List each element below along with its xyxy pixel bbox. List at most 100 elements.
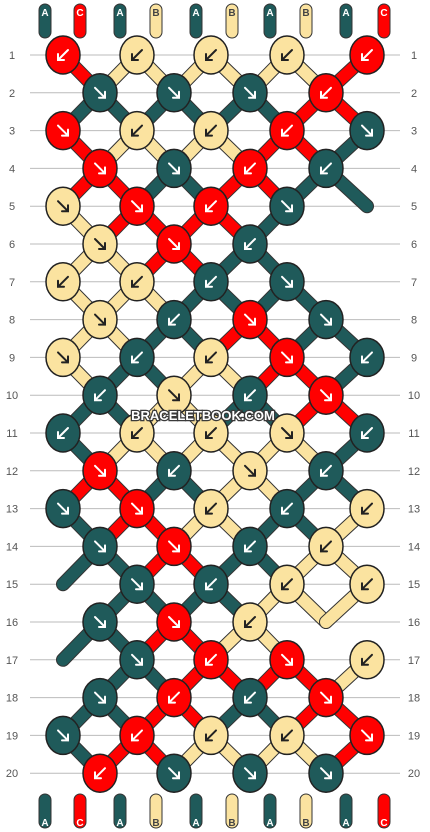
knot	[193, 186, 229, 226]
knot	[119, 640, 155, 680]
arrow-down-left-icon	[244, 162, 256, 175]
arrow-down-left-icon	[205, 427, 217, 439]
knot	[156, 526, 192, 567]
row-number-left: 20	[6, 768, 18, 780]
row-number-left: 6	[9, 239, 15, 251]
arrow-down-right-icon	[244, 86, 256, 99]
arrow-down-left-icon	[244, 616, 256, 628]
arrow-down-right-icon	[168, 540, 180, 553]
knot	[119, 564, 155, 604]
arrow-down-left-icon	[244, 389, 256, 402]
row-number-right: 8	[411, 315, 417, 327]
knot	[193, 413, 229, 453]
row-number-left: 3	[9, 126, 15, 138]
knot	[308, 148, 344, 189]
knot	[308, 375, 344, 415]
arrow-down-right-icon	[57, 124, 69, 137]
knot	[45, 262, 81, 302]
knot	[269, 564, 305, 604]
row-number-left: 10	[6, 390, 18, 402]
knot	[232, 375, 268, 415]
string-label: C	[76, 818, 83, 829]
knot	[349, 564, 385, 604]
knot	[119, 262, 155, 302]
arrow-down-left-icon	[205, 351, 217, 364]
arrow-down-left-icon	[131, 729, 143, 742]
knot	[349, 715, 385, 756]
arrow-down-right-icon	[320, 767, 332, 780]
arrow-down-right-icon	[131, 502, 143, 515]
knot	[82, 148, 118, 189]
arrow-down-left-icon	[361, 653, 373, 666]
arrow-down-left-icon	[94, 389, 106, 402]
knot	[119, 35, 155, 75]
arrow-down-left-icon	[131, 427, 143, 439]
row-number-left: 9	[9, 352, 15, 364]
arrow-down-left-icon	[205, 729, 217, 742]
row-number-left: 18	[6, 693, 18, 705]
arrow-down-left-icon	[361, 427, 373, 439]
knot	[156, 299, 192, 340]
arrow-down-right-icon	[168, 162, 180, 175]
arrow-down-right-icon	[320, 691, 332, 704]
row-number-right: 6	[411, 239, 417, 251]
knot	[82, 375, 118, 415]
row-number-right: 20	[408, 768, 420, 780]
row-number-right: 2	[411, 88, 417, 100]
knot	[232, 677, 268, 718]
knot	[193, 564, 229, 604]
arrow-down-left-icon	[205, 653, 217, 666]
arrow-down-left-icon	[244, 540, 256, 553]
arrow-down-right-icon	[281, 275, 293, 288]
arrow-down-left-icon	[281, 729, 293, 742]
string-label: A	[342, 818, 349, 829]
knot	[269, 715, 305, 756]
knot	[82, 677, 118, 718]
arrow-down-left-icon	[361, 578, 373, 591]
knot	[119, 186, 155, 226]
knot	[232, 148, 268, 189]
string-label: B	[302, 818, 309, 829]
knot	[119, 715, 155, 756]
arrow-down-left-icon	[205, 49, 217, 61]
arrow-down-left-icon	[361, 49, 373, 61]
knot	[156, 451, 192, 491]
arrow-down-right-icon	[131, 578, 143, 591]
knot	[193, 640, 229, 680]
row-number-left: 8	[9, 315, 15, 327]
knot	[232, 73, 268, 113]
arrow-down-left-icon	[131, 49, 143, 61]
row-number-right: 12	[408, 466, 420, 478]
string-label: A	[192, 818, 199, 829]
knot	[349, 488, 385, 529]
arrow-down-right-icon	[57, 502, 69, 515]
arrow-down-right-icon	[361, 124, 373, 137]
arrow-down-right-icon	[168, 389, 180, 402]
knot	[349, 640, 385, 680]
knot	[45, 337, 81, 378]
knot	[45, 186, 81, 226]
string-label: A	[116, 818, 123, 829]
knot	[269, 35, 305, 75]
row-number-right: 13	[408, 504, 420, 516]
row-number-right: 7	[411, 277, 417, 289]
row-number-left: 11	[6, 428, 17, 440]
arrow-down-right-icon	[361, 729, 373, 742]
knot	[308, 73, 344, 113]
arrow-down-left-icon	[168, 313, 180, 326]
string-label: A	[192, 8, 199, 19]
arrow-down-right-icon	[168, 767, 180, 780]
knot	[193, 488, 229, 529]
string-label: C	[380, 818, 387, 829]
knot	[119, 413, 155, 453]
knot	[232, 602, 268, 642]
knot	[308, 753, 344, 793]
knot	[269, 640, 305, 680]
arrow-down-right-icon	[94, 540, 106, 553]
row-number-left: 5	[9, 201, 15, 213]
arrow-down-left-icon	[320, 464, 332, 477]
arrow-down-right-icon	[244, 767, 256, 780]
string-label: B	[228, 818, 235, 829]
row-number-left: 1	[9, 50, 15, 62]
